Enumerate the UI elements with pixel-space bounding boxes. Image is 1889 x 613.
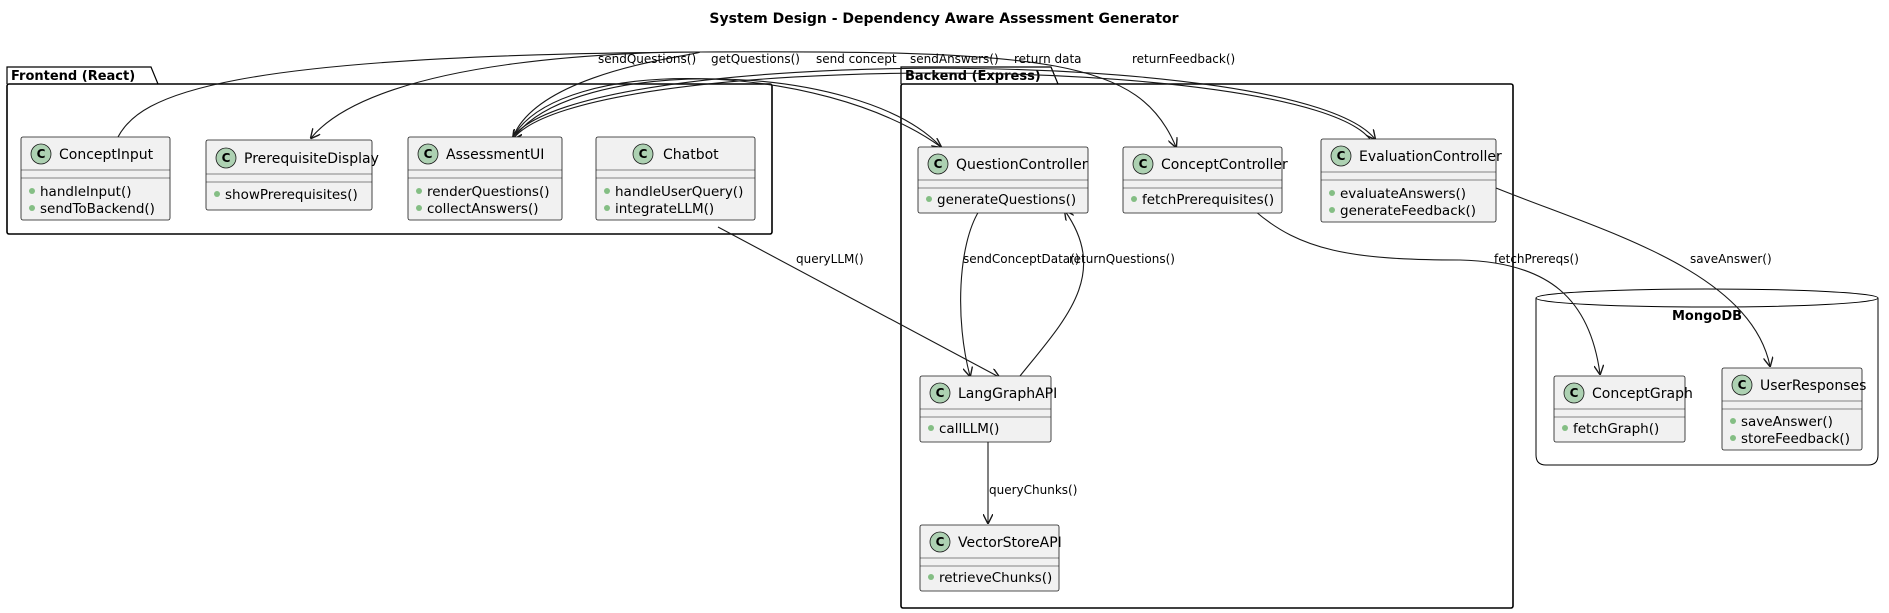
method: callLLM(): [939, 421, 999, 437]
class-name: ConceptGraph: [1592, 386, 1693, 402]
class-icon: C: [37, 147, 46, 161]
class-name: Chatbot: [663, 147, 719, 163]
class-chatbot: C Chatbot handleUserQuery() integrateLLM…: [595, 136, 756, 221]
method: showPrerequisites(): [225, 187, 358, 203]
package-frontend: Frontend (React): [6, 66, 773, 235]
class-langgraph-api: C LangGraphAPI callLLM(): [919, 375, 1057, 443]
package-label-frontend: Frontend (React): [11, 69, 135, 84]
class-name: ConceptController: [1161, 157, 1288, 173]
edge-label-fetch-prereqs: fetchPrereqs(): [1494, 252, 1579, 266]
edge-labels: sendQuestions() getQuestions() send conc…: [598, 52, 1772, 497]
class-icon: C: [1738, 378, 1747, 392]
edge-label-send-answers: sendAnswers(): [910, 52, 999, 66]
edge-label-save-answer: saveAnswer(): [1690, 252, 1772, 266]
class-name: EvaluationController: [1359, 149, 1502, 165]
diagram-title: System Design - Dependency Aware Assessm…: [709, 11, 1178, 27]
edge-assessment-to-evaluation-controller: [512, 67, 1375, 139]
edge-assessment-to-prerequisite: [311, 51, 701, 138]
class-icon: C: [424, 147, 433, 161]
method: retrieveChunks(): [939, 570, 1052, 586]
class-user-responses: C UserResponses saveAnswer() storeFeedba…: [1721, 367, 1866, 451]
edge-label-get-questions: getQuestions(): [711, 52, 800, 66]
method: fetchGraph(): [1573, 421, 1659, 437]
class-name: VectorStoreAPI: [958, 535, 1062, 551]
edge-label-send-concept-data: sendConceptData(): [963, 252, 1080, 266]
edge-chatbot-to-langgraph: [717, 226, 999, 377]
edge-question-controller-to-langgraph: [960, 210, 980, 376]
edge-label-return-data: return data: [1014, 52, 1082, 66]
class-icon: C: [639, 147, 648, 161]
method: evaluateAnswers(): [1340, 186, 1466, 202]
edge-label-query-llm: queryLLM(): [796, 252, 864, 266]
edge-label-send-questions: sendQuestions(): [598, 52, 696, 66]
edge-concept-input-to-concept-controller: [117, 51, 1176, 147]
class-icon: C: [222, 151, 231, 165]
method: handleUserQuery(): [615, 184, 743, 200]
edge-langgraph-to-question-controller: [1019, 211, 1085, 377]
method: storeFeedback(): [1741, 431, 1850, 447]
class-icon: C: [1570, 386, 1579, 400]
class-icon: C: [936, 386, 945, 400]
database-label: MongoDB: [1672, 309, 1742, 324]
class-icon: C: [934, 157, 943, 171]
edge-evaluation-to-user-responses: [1495, 187, 1770, 366]
class-name: PrerequisiteDisplay: [244, 151, 379, 167]
edge-concept-controller-to-concept-graph: [1254, 210, 1600, 374]
edge-label-return-feedback: returnFeedback(): [1132, 52, 1235, 66]
method: integrateLLM(): [615, 201, 714, 217]
class-name: ConceptInput: [59, 147, 154, 163]
class-icon: C: [936, 535, 945, 549]
method: saveAnswer(): [1741, 414, 1833, 430]
class-vectorstore-api: C VectorStoreAPI retrieveChunks(): [919, 524, 1062, 592]
edge-label-query-chunks: queryChunks(): [989, 483, 1077, 497]
method: handleInput(): [40, 184, 132, 200]
class-name: AssessmentUI: [446, 147, 544, 163]
edge-label-return-questions: returnQuestions(): [1069, 252, 1175, 266]
method: sendToBackend(): [40, 201, 155, 217]
class-icon: C: [1139, 157, 1148, 171]
edge-evaluation-to-assessment: [513, 72, 1371, 139]
class-concept-controller: C ConceptController fetchPrerequisites(): [1122, 146, 1288, 214]
class-prerequisite-display: C PrerequisiteDisplay showPrerequisites(…: [205, 139, 379, 211]
class-icon: C: [1337, 149, 1346, 163]
method: fetchPrerequisites(): [1142, 192, 1274, 208]
method: generateQuestions(): [937, 192, 1076, 208]
class-evaluation-controller: C EvaluationController evaluateAnswers()…: [1320, 138, 1502, 223]
class-assessment-ui: C AssessmentUI renderQuestions() collect…: [407, 136, 563, 221]
method: collectAnswers(): [427, 201, 539, 217]
class-question-controller: C QuestionController generateQuestions(): [917, 146, 1089, 214]
database-mongodb: MongoDB: [1535, 288, 1879, 466]
class-name: UserResponses: [1760, 378, 1866, 394]
class-name: LangGraphAPI: [958, 386, 1057, 402]
package-label-backend: Backend (Express): [905, 69, 1041, 84]
class-concept-input: C ConceptInput handleInput() sendToBacke…: [20, 136, 171, 221]
class-concept-graph: C ConceptGraph fetchGraph(): [1553, 375, 1693, 443]
edge-label-send-concept: send concept: [816, 52, 897, 66]
method: renderQuestions(): [427, 184, 550, 200]
method: generateFeedback(): [1340, 203, 1476, 219]
class-name: QuestionController: [956, 157, 1088, 173]
edges: [117, 51, 1770, 523]
